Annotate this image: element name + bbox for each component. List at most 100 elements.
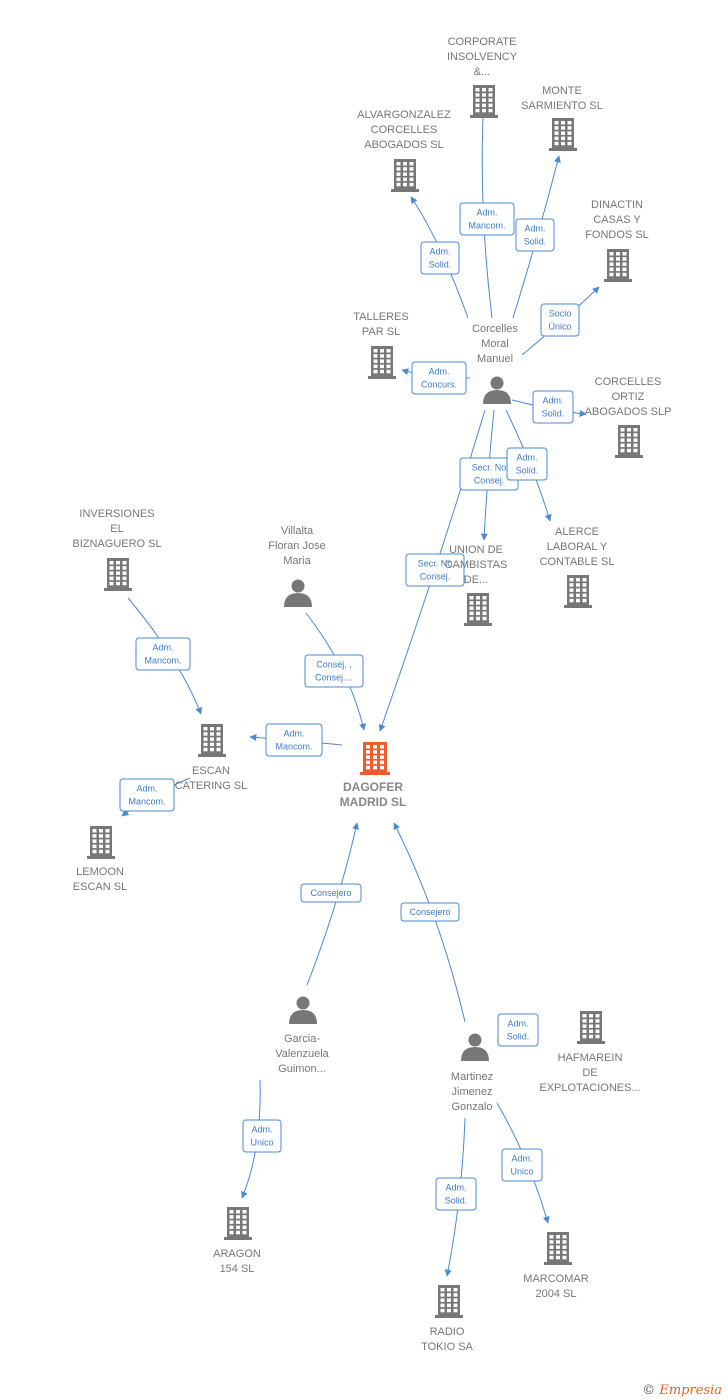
relation-label-text: Solid. [542, 409, 565, 419]
node-label: ABOGADOS SLP [585, 406, 672, 418]
relation-label[interactable]: Adm.Mancom. [135, 637, 191, 671]
node-label: Manuel [477, 353, 513, 365]
node-label: Valenzuela [275, 1048, 329, 1060]
node-label: ALERCE [555, 526, 599, 538]
node-label: ALVARGONZALEZ [357, 109, 451, 121]
node-label: EXPLOTACIONES... [539, 1082, 640, 1094]
building-icon [544, 1232, 572, 1265]
relation-label[interactable]: Adm.Mancom. [459, 202, 515, 236]
building-icon [577, 1011, 605, 1044]
node-label: LEMOON [76, 866, 124, 878]
node-label: MADRID SL [340, 795, 407, 809]
relation-label[interactable]: Adm.Mancom. [265, 723, 323, 757]
node-label: DAGOFER [343, 780, 403, 794]
relation-label-text: Secr. No [472, 463, 507, 473]
relation-label-box [265, 723, 323, 757]
relation-label[interactable]: Adm.Solid. [497, 1013, 539, 1047]
relation-label[interactable]: Adm.Solid. [435, 1177, 477, 1211]
relation-label[interactable]: Adm.Solid. [506, 447, 548, 481]
relation-label-text: Mancom. [144, 656, 181, 666]
relation-label-text: Unico [510, 1167, 533, 1177]
relation-label[interactable]: Adm.Unico [501, 1148, 543, 1182]
relation-label-text: Solid. [429, 260, 452, 270]
relation-label-text: Adm. [251, 1125, 272, 1135]
relation-label-box [135, 637, 191, 671]
node-label: Gonzalo [452, 1101, 493, 1113]
person-icon [483, 376, 511, 404]
company-node-lemoon[interactable]: LEMOON ESCAN SL [73, 826, 127, 893]
building-icon [464, 593, 492, 626]
company-node-alerce[interactable]: ALERCE LABORAL Y CONTABLE SL [540, 526, 615, 608]
person-icon [284, 579, 312, 607]
node-label: Martinez [451, 1071, 493, 1083]
relation-label[interactable]: Adm.Solid. [515, 218, 555, 252]
company-node-hafmarein[interactable]: HAFMAREINDEEXPLOTACIONES... [539, 1011, 641, 1094]
relation-label[interactable]: Adm.Solid. [420, 241, 460, 275]
footer-brand[interactable]: © Empresia [642, 1383, 722, 1398]
node-label: ESCAN SL [73, 881, 127, 893]
node-label: LABORAL Y [547, 541, 608, 553]
company-node-corporate[interactable]: CORPORATEINSOLVENCY&... [447, 36, 518, 118]
node-label: ARAGON [213, 1248, 261, 1260]
relation-label-text: Único [548, 322, 571, 332]
company-node-union[interactable]: UNION DECAMBISTASDE... [445, 544, 508, 626]
relation-label-box [435, 1177, 477, 1211]
relation-label-text: Secr. No [418, 559, 453, 569]
relation-label[interactable]: Consejero [300, 883, 362, 903]
node-label: UNION DE [449, 544, 503, 556]
relation-label-box [411, 361, 467, 395]
node-label: HAFMAREIN [558, 1052, 623, 1064]
relation-label[interactable]: Adm.Concurs. [411, 361, 467, 395]
node-label: CORPORATE [448, 36, 517, 48]
node-label: CORCELLES [371, 124, 438, 136]
node-label: CATERING SL [175, 780, 248, 792]
relation-label-text: Consej.... [315, 673, 353, 683]
relation-label-box [497, 1013, 539, 1047]
node-label: CONTABLE SL [540, 556, 615, 568]
edge-martinez-to-dagofer [393, 822, 466, 1023]
relation-label[interactable]: Consej. , Consej.... [304, 654, 364, 688]
node-label: BIZNAGUERO SL [72, 538, 161, 550]
building-icon [360, 742, 390, 775]
relation-label[interactable]: Adm. Unico [242, 1119, 282, 1153]
relation-label-box [405, 553, 465, 587]
relation-label-text: Consej. , [316, 660, 352, 670]
node-label: ORTIZ [612, 391, 645, 403]
relation-label-text: Adm. [516, 453, 537, 463]
relation-label-text: Mancom. [468, 221, 505, 231]
relation-label-text: Mancom. [128, 797, 165, 807]
relation-label[interactable]: Adm. Mancom. [119, 778, 175, 812]
relation-label-box [515, 218, 555, 252]
relation-label-text: Unico [250, 1138, 273, 1148]
relation-labels-layer: Adm. Mancom. Adm. Solid. Adm. Solid. SocioÚnic… [119, 202, 580, 1211]
person-icon [461, 1033, 489, 1061]
relation-label-text: Adm. [136, 784, 157, 794]
relation-label-box [119, 778, 175, 812]
relation-label-text: Adm. [283, 729, 304, 739]
building-icon [564, 575, 592, 608]
relation-label-text: Adm. [542, 396, 563, 406]
node-label: RADIO [430, 1326, 465, 1338]
building-icon [87, 826, 115, 859]
relation-label[interactable]: Consejero [400, 902, 460, 922]
building-icon [435, 1285, 463, 1318]
relation-label[interactable]: Adm. Solid. [532, 390, 574, 424]
person-node-garcia[interactable]: Garcia-ValenzuelaGuimon... [275, 996, 330, 1076]
relation-label-text: Concurs. [421, 380, 457, 390]
